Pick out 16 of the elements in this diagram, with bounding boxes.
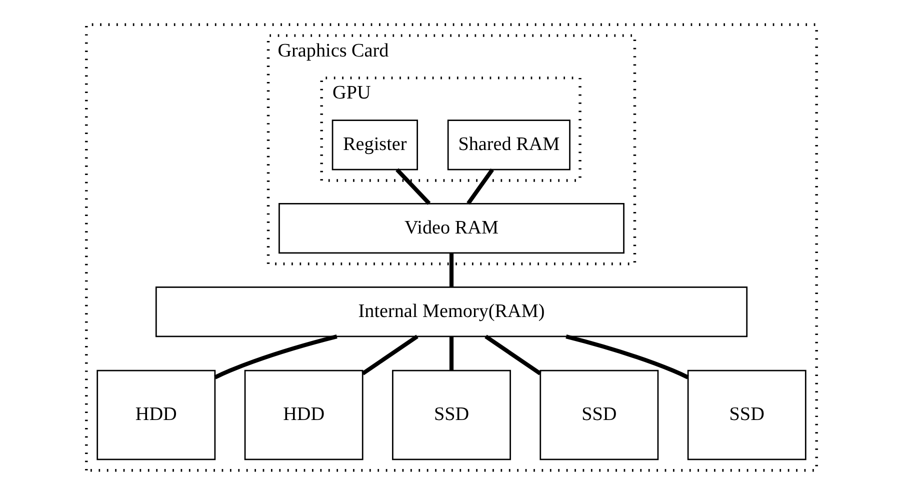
node-box: Video RAM: [278, 203, 624, 254]
connector: [449, 253, 454, 287]
node-box: SSD: [540, 370, 659, 460]
node-box: HDD: [96, 370, 216, 460]
connector: [484, 334, 542, 376]
node-box: SSD: [392, 370, 511, 460]
cluster: [85, 23, 818, 472]
node-box: Register: [332, 120, 418, 170]
node-box: SSD: [687, 370, 806, 460]
node-box: Internal Memory(RAM): [155, 286, 748, 338]
node-box: HDD: [244, 370, 364, 460]
node-box: Shared RAM: [447, 120, 570, 170]
connector: [214, 334, 338, 380]
connector: [449, 336, 454, 370]
connector: [362, 334, 418, 376]
connector: [566, 334, 689, 380]
